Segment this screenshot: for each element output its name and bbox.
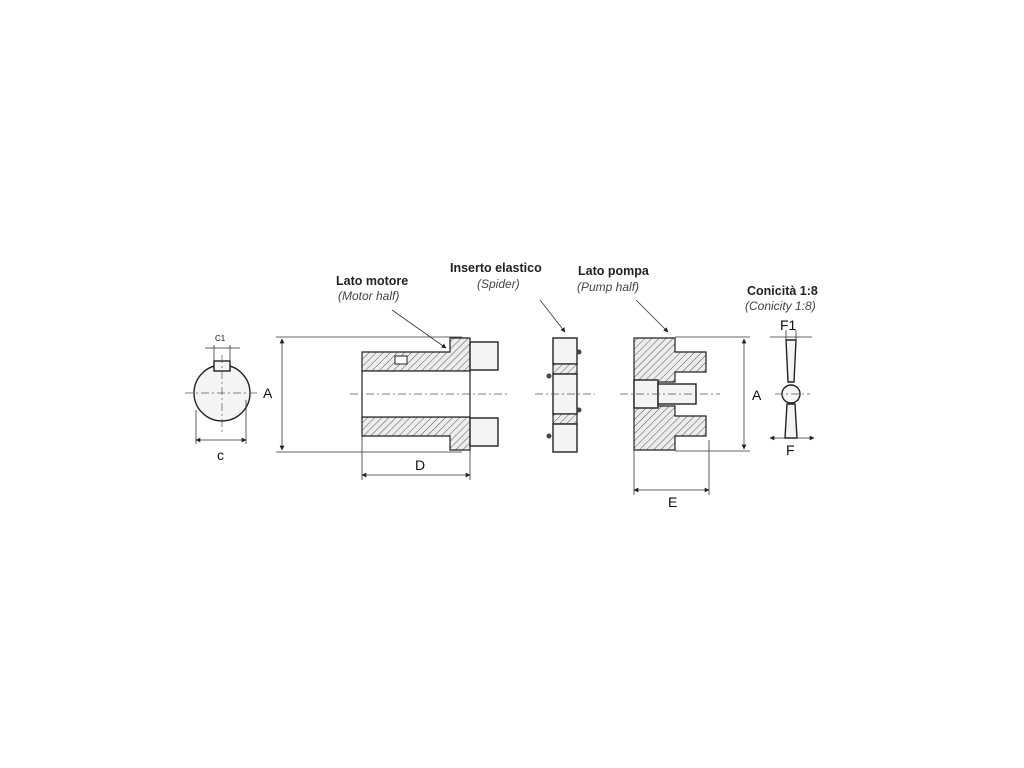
motor-half-drawing: D Lato motore (Motor half): [336, 274, 510, 480]
taper-title: Conicità 1:8: [747, 284, 818, 298]
dim-a-left-label: A: [263, 385, 273, 401]
spider-drawing: Inserto elastico (Spider): [450, 261, 595, 453]
dim-c1-label: C1: [215, 334, 226, 343]
dim-a-right-label: A: [752, 387, 762, 403]
dim-f1-label: F1: [780, 317, 797, 333]
pump-half-drawing: A E Lato pompa (Pump half): [577, 264, 762, 510]
spider-subtitle: (Spider): [477, 277, 520, 291]
taper-subtitle: (Conicity 1:8): [745, 299, 816, 313]
dim-d-label: D: [415, 457, 425, 473]
dim-f-label: F: [786, 442, 795, 458]
motor-half-subtitle: (Motor half): [338, 289, 399, 303]
motor-half-title: Lato motore: [336, 274, 408, 288]
pump-half-title: Lato pompa: [578, 264, 650, 278]
pump-half-subtitle: (Pump half): [577, 280, 639, 294]
shaft-end-view: C1 c: [185, 334, 260, 463]
spider-title: Inserto elastico: [450, 261, 542, 275]
dim-e-label: E: [668, 494, 677, 510]
taper-detail-drawing: F1 F Conicità 1:8 (Conicity 1:8): [745, 284, 818, 458]
dim-c-label: c: [217, 447, 224, 463]
